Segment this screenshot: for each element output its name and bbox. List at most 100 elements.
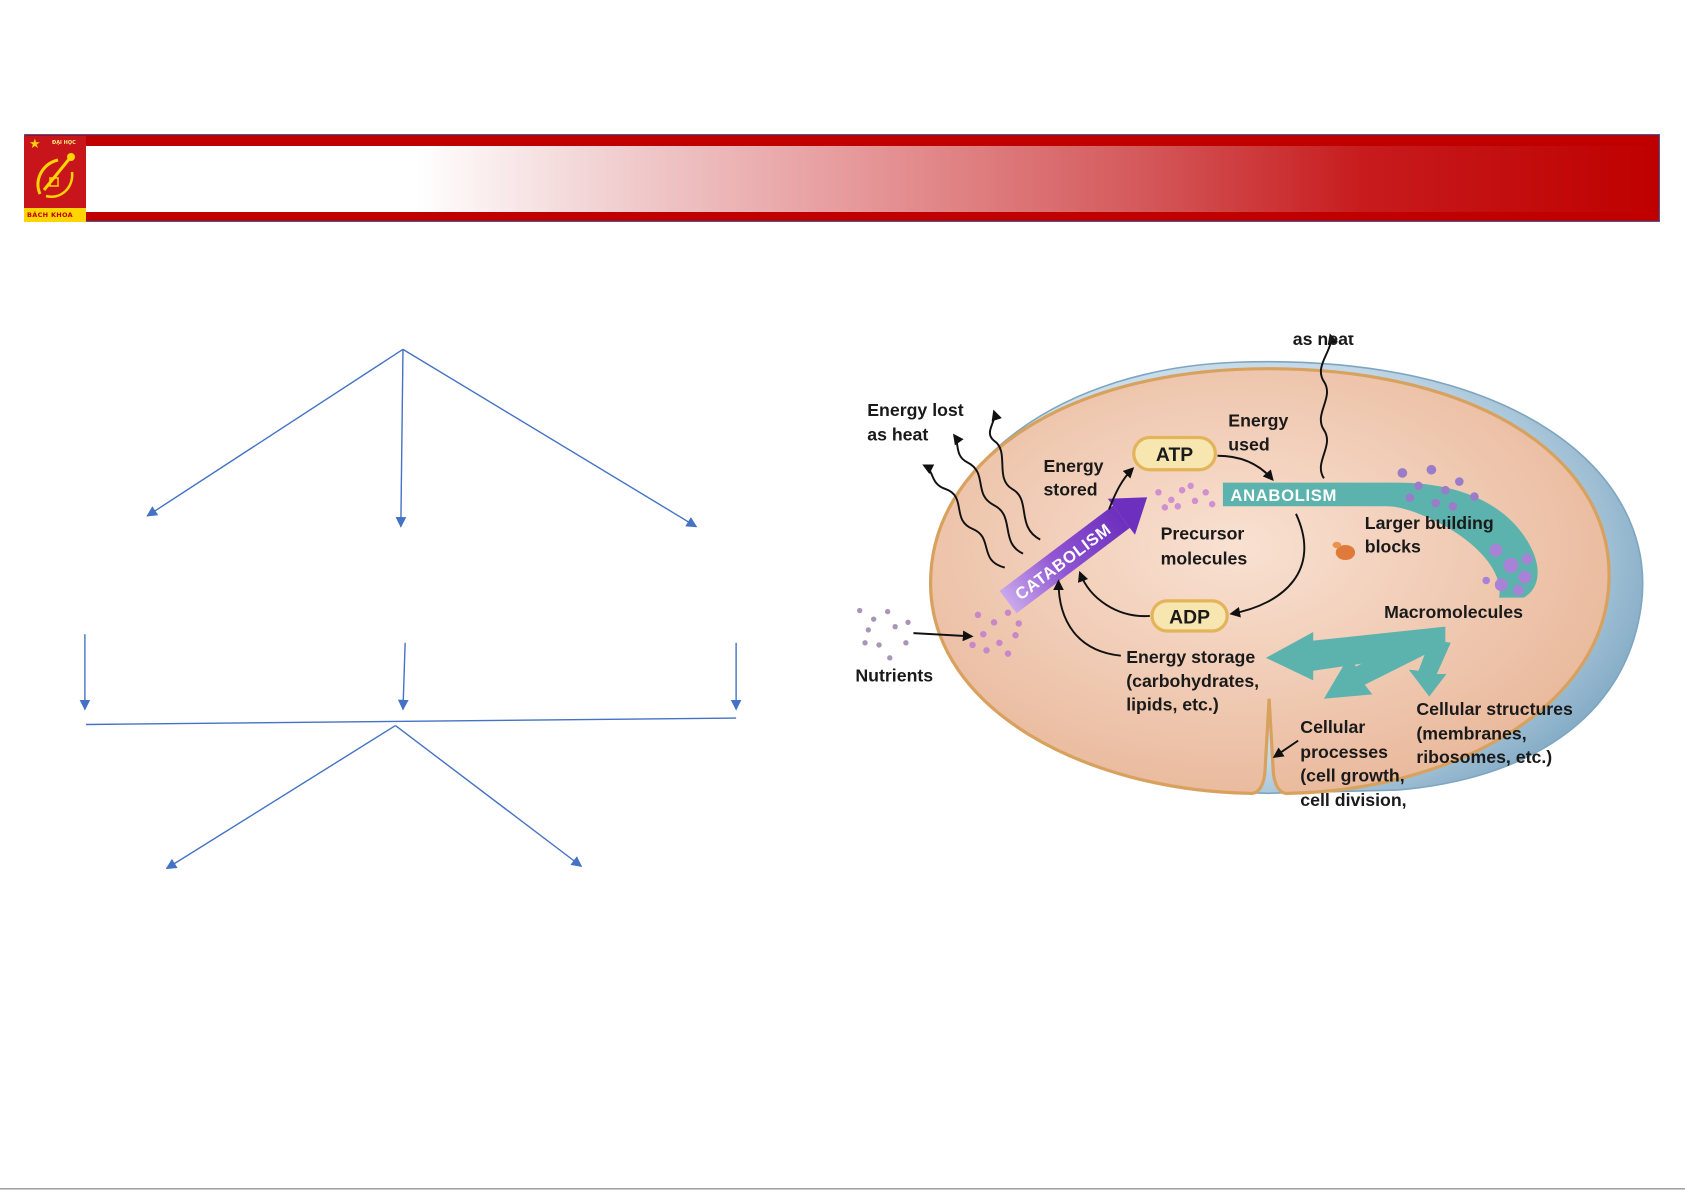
star-icon: ★	[29, 137, 41, 152]
cellular-processes-arrow	[1323, 632, 1436, 699]
molecule-dot	[980, 630, 987, 638]
macromolecule-blob	[1494, 578, 1508, 592]
tree-branch-right	[395, 725, 583, 868]
building-block-dots	[1397, 464, 1479, 511]
molecule-dot	[1012, 632, 1019, 639]
catabolism-arrow-head	[1107, 497, 1148, 535]
molecule-dot	[1161, 504, 1169, 511]
molecule-dot	[1004, 650, 1012, 657]
cellular-processes-line-4: cell division,	[1300, 790, 1406, 810]
cellular-structures-arrow	[1408, 639, 1451, 697]
arrow-anabolism-to-adp	[1229, 513, 1306, 618]
anabolism-band	[1222, 482, 1538, 598]
precursor-line-2: molecules	[1161, 548, 1248, 568]
absorbed-nutrient-dots	[969, 609, 1022, 657]
tree-arrow-down-center	[397, 642, 409, 711]
molecule-dot	[857, 607, 863, 614]
cellular-processes-line-2: processes	[1300, 742, 1388, 762]
molecule-dot	[903, 640, 909, 646]
macromolecule-blob	[1513, 584, 1524, 596]
cellular-structures-line-3: ribosomes, etc.)	[1416, 747, 1552, 767]
molecule-dot	[887, 655, 893, 661]
arrow-nutrients-in	[913, 630, 974, 642]
nutrients-label: Nutrients	[855, 665, 933, 685]
molecule-dot	[990, 619, 998, 626]
energy-storage-line-2: (carbohydrates,	[1126, 671, 1259, 691]
molecule-dot	[884, 608, 891, 615]
molecule-dot	[862, 640, 868, 646]
macromolecule-blob	[1489, 543, 1503, 557]
macromolecule-blob	[1482, 576, 1490, 585]
anabolism-label: ANABOLISM	[1230, 486, 1337, 505]
molecule-dot	[1448, 501, 1458, 511]
cellular-processes-line-3: (cell growth,	[1300, 765, 1404, 785]
energy-stored-line-2: stored	[1043, 480, 1097, 500]
macromolecule-blob	[1518, 570, 1532, 584]
energy-used-line-1: Energy	[1228, 411, 1288, 431]
molecule-dot	[870, 616, 877, 622]
arrow-atp-to-anabolism	[1217, 454, 1274, 482]
atp-pill: ATP	[1132, 435, 1218, 472]
energy-stored-line-1: Energy	[1043, 456, 1103, 476]
tree-arrow-right	[402, 348, 698, 528]
catabolism-arrow-body	[999, 505, 1130, 614]
macromolecules-label: Macromolecules	[1384, 602, 1523, 622]
molecule-dot	[876, 642, 882, 648]
molecule-dot	[1187, 482, 1194, 490]
precursor-dots	[1155, 482, 1216, 511]
university-logo: ★ ĐẠI HỌC BÁCH KHOA	[24, 136, 86, 222]
logo-bottom-text: BÁCH KHOA	[27, 211, 74, 219]
energy-storage-line-3: lipids, etc.)	[1126, 695, 1219, 715]
building-block-shape	[1335, 544, 1356, 561]
energy-lost-line-1: Energy lost	[867, 400, 964, 420]
atp-label: ATP	[1156, 444, 1193, 466]
molecule-dot	[1191, 497, 1199, 505]
molecule-dot	[1441, 485, 1450, 495]
larger-blocks-line-2: blocks	[1365, 537, 1421, 557]
building-block-icon	[1332, 541, 1356, 561]
tree-branch-left	[165, 724, 396, 870]
molecule-dot	[1168, 496, 1175, 504]
arrow-adp-to-catabolism	[1077, 570, 1150, 617]
molecule-dot	[1405, 493, 1415, 502]
molecule-dot	[983, 647, 990, 654]
molecule-dot	[969, 641, 976, 649]
header-banner	[24, 134, 1660, 222]
molecule-dot	[865, 627, 871, 633]
tree-arrow-left	[146, 348, 404, 517]
molecule-dot	[1397, 468, 1408, 478]
header-banner-gradient	[25, 146, 1659, 212]
tree-arrow-center	[395, 349, 407, 528]
torch-emblem-icon	[36, 153, 75, 199]
molecule-dot	[1178, 486, 1186, 494]
building-block-shape	[1332, 541, 1342, 549]
molecule-dot	[892, 623, 898, 630]
heat-wave-3	[988, 409, 1041, 541]
molecule-dot	[974, 611, 982, 619]
macromolecule-blob	[1521, 553, 1533, 565]
heat-wave-1	[922, 464, 1006, 569]
molecule-dot	[996, 639, 1003, 647]
molecule-dot	[1015, 620, 1022, 627]
nutrient-dots	[857, 607, 911, 661]
molecule-dot	[1174, 503, 1182, 510]
arrow-energy-storage-to-catabolism	[1053, 579, 1121, 657]
macromolecule-blobs	[1482, 543, 1533, 596]
adp-label: ADP	[1169, 606, 1210, 628]
molecule-dot	[1426, 464, 1437, 475]
cellular-processes-line-1: Cellular	[1300, 717, 1365, 737]
heat-label-top: as heat	[1293, 329, 1354, 349]
logo-top-text: ĐẠI HỌC	[52, 140, 76, 146]
heat-wave-anabolism	[1319, 333, 1339, 479]
energy-storage-arrow	[1265, 626, 1446, 681]
arrow-catabolism-to-atp	[1108, 467, 1135, 510]
molecule-dot	[1202, 489, 1209, 496]
heat-wave-2	[953, 433, 1024, 555]
cell-body	[929, 367, 1611, 796]
tree-diagram	[79, 348, 742, 870]
molecule-dot	[1431, 498, 1440, 508]
molecule-dot	[1455, 477, 1464, 486]
atp-pill-shape	[1132, 435, 1218, 472]
tree-horizontal-bar	[85, 717, 737, 726]
